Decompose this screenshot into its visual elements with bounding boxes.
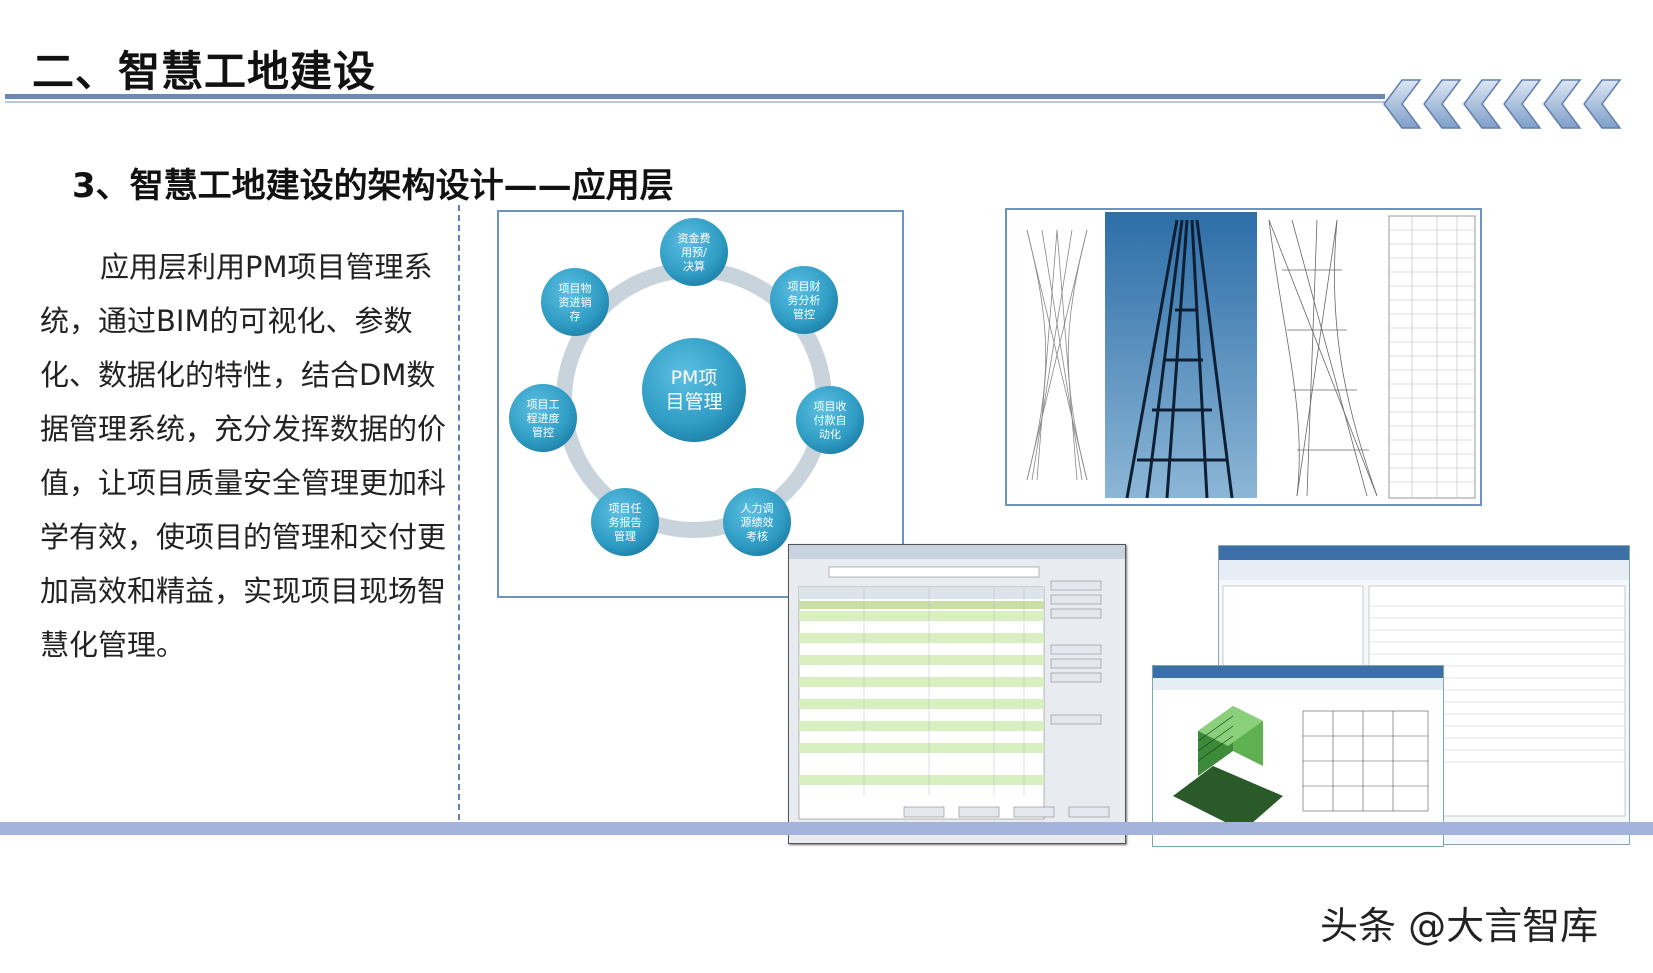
parameter-dialog-screenshot bbox=[788, 544, 1126, 844]
pm-node-hr: 人力调 源绩效 考核 bbox=[723, 488, 791, 556]
watermark-text: 头条 @大言智库 bbox=[1320, 904, 1599, 948]
svg-text:项目收: 项目收 bbox=[814, 399, 847, 413]
svg-text:项目工: 项目工 bbox=[527, 398, 560, 411]
pm-center-node bbox=[642, 338, 746, 442]
svg-text:人力调: 人力调 bbox=[741, 502, 774, 515]
bim-tower-image bbox=[1005, 208, 1482, 506]
dialog-svg bbox=[789, 545, 1125, 820]
body-paragraph: 应用层利用PM项目管理系统，通过BIM的可视化、参数化、数据化的特性，结合DM数… bbox=[40, 250, 447, 662]
tower-photo bbox=[1105, 212, 1257, 498]
bim-model-viewer-screenshot bbox=[1152, 665, 1444, 847]
svg-text:管控: 管控 bbox=[793, 307, 815, 321]
pm-center-line2: 目管理 bbox=[665, 391, 722, 413]
pm-node-progress: 项目工 程进度 管控 bbox=[509, 384, 577, 452]
svg-text:用预/: 用预/ bbox=[681, 246, 707, 259]
bottom-band bbox=[0, 822, 1653, 835]
floor-plan-2d bbox=[1302, 710, 1429, 812]
tower-wireframe-left bbox=[1026, 229, 1088, 481]
model-svg bbox=[1153, 666, 1443, 831]
svg-text:务报告: 务报告 bbox=[609, 515, 642, 529]
chevron-arrows-icon bbox=[1383, 79, 1622, 129]
svg-text:项目财: 项目财 bbox=[788, 279, 821, 293]
pm-node-materials: 项目物 资进销 存 bbox=[541, 268, 609, 336]
svg-text:存: 存 bbox=[570, 309, 581, 323]
tower-svg bbox=[1026, 212, 1476, 499]
title-divider bbox=[5, 94, 1385, 99]
svg-text:项目任: 项目任 bbox=[609, 502, 642, 515]
building-3d-model bbox=[1173, 706, 1283, 831]
svg-text:决算: 决算 bbox=[683, 259, 705, 273]
svg-text:程进度: 程进度 bbox=[527, 411, 560, 425]
svg-text:项目物: 项目物 bbox=[559, 281, 592, 295]
svg-text:管理: 管理 bbox=[614, 529, 636, 543]
tower-wireframe-right bbox=[1268, 219, 1378, 497]
pm-ring-svg: PM项 目管理 资金费 用预/ 决算 项目财 务分析 管控 项目收 付款自 动化… bbox=[509, 218, 864, 556]
tower-data-table bbox=[1388, 215, 1476, 499]
svg-text:资进销: 资进销 bbox=[559, 295, 592, 309]
page-title: 二、智慧工地建设 bbox=[32, 47, 377, 96]
pm-node-finance: 项目财 务分析 管控 bbox=[770, 266, 838, 334]
pm-center-line1: PM项 bbox=[671, 367, 718, 389]
title-divider-light bbox=[5, 101, 1385, 103]
pm-node-funds: 资金费 用预/ 决算 bbox=[660, 218, 728, 286]
svg-text:务分析: 务分析 bbox=[788, 293, 821, 307]
svg-text:管控: 管控 bbox=[532, 425, 554, 439]
pm-node-tasks: 项目任 务报告 管理 bbox=[591, 488, 659, 556]
section-subtitle: 3、智慧工地建设的架构设计——应用层 bbox=[72, 166, 674, 206]
pm-management-diagram: PM项 目管理 资金费 用预/ 决算 项目财 务分析 管控 项目收 付款自 动化… bbox=[497, 210, 904, 598]
svg-text:考核: 考核 bbox=[746, 529, 768, 543]
svg-text:源绩效: 源绩效 bbox=[741, 515, 774, 529]
svg-text:动化: 动化 bbox=[819, 427, 841, 441]
pm-node-payment: 项目收 付款自 动化 bbox=[796, 386, 864, 454]
svg-text:付款自: 付款自 bbox=[814, 413, 847, 427]
svg-text:资金费: 资金费 bbox=[678, 231, 711, 245]
dashed-divider bbox=[458, 205, 460, 820]
